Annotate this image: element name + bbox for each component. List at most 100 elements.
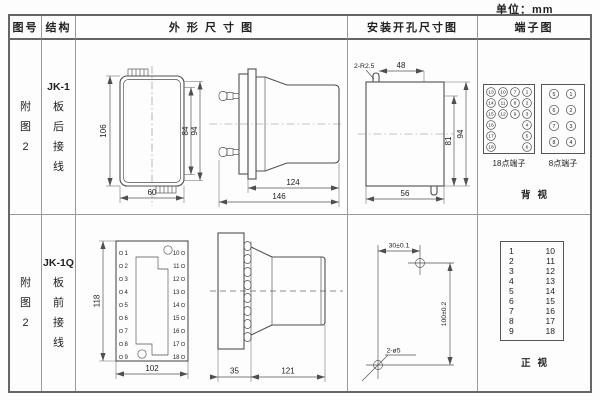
svg-text:16: 16 bbox=[488, 123, 494, 129]
svg-text:16: 16 bbox=[173, 329, 180, 335]
svg-text:18: 18 bbox=[173, 355, 180, 361]
svg-text:2: 2 bbox=[125, 264, 129, 270]
cutout-top-width-dim: 48 bbox=[397, 61, 406, 70]
front-width-dim: 60 bbox=[148, 188, 157, 197]
svg-text:1: 1 bbox=[570, 92, 573, 98]
front-dimensions: 106 84 94 60 bbox=[99, 75, 203, 203]
terminal-18pt-grid: 13 14 15 16 17 18 10 11 12 7 8 9 bbox=[486, 87, 532, 152]
svg-text:9: 9 bbox=[514, 112, 517, 118]
svg-text:11: 11 bbox=[500, 101, 505, 107]
jk1-install-cell: 2-R2.5 48 81 94 56 bbox=[348, 40, 478, 215]
row2-fig-no-cell: 附图2 bbox=[10, 215, 42, 391]
header-structure: 结构 bbox=[42, 16, 76, 40]
svg-text:9: 9 bbox=[125, 355, 129, 361]
svg-text:15: 15 bbox=[488, 112, 494, 118]
cutout-outline bbox=[358, 72, 454, 196]
svg-text:13: 13 bbox=[488, 90, 494, 96]
svg-text:18: 18 bbox=[488, 145, 494, 151]
jk1q-drill-drawing: 30±0.1 100±0.2 2-ø5 bbox=[361, 243, 454, 382]
jk1-cutout-drawing: 2-R2.5 48 81 94 56 bbox=[354, 61, 470, 204]
jk1-front-view-drawing: 106 84 94 60 bbox=[99, 66, 203, 206]
col-1-4: 1 2 3 4 bbox=[566, 89, 576, 147]
col-1-6: 1 2 3 4 5 6 bbox=[522, 87, 532, 152]
svg-text:10: 10 bbox=[173, 251, 180, 257]
header-install: 安装开孔尺寸图 bbox=[348, 16, 478, 40]
wiring-label: 板前接线 bbox=[53, 277, 64, 349]
svg-text:1: 1 bbox=[125, 251, 129, 257]
svg-text:5: 5 bbox=[553, 92, 556, 98]
svg-text:17: 17 bbox=[173, 342, 180, 348]
relay-side-outline bbox=[217, 232, 326, 350]
jk1q-install-cell: 30±0.1 100±0.2 2-ø5 bbox=[348, 215, 478, 391]
svg-text:12: 12 bbox=[500, 112, 506, 118]
svg-text:8: 8 bbox=[553, 140, 556, 146]
cutout-full-height-dim: 94 bbox=[456, 129, 465, 138]
terminal-18pt-label: 18点端子 bbox=[492, 159, 526, 168]
svg-text:2: 2 bbox=[526, 101, 529, 107]
svg-text:7: 7 bbox=[514, 90, 517, 96]
header-fig-no: 图号 bbox=[10, 16, 42, 40]
spec-table: 图号 结构 外 形 尺 寸 图 安装开孔尺寸图 端子图 附图2 JK-1 板后接… bbox=[8, 14, 592, 393]
front-height-dim: 106 bbox=[99, 124, 108, 138]
svg-text:13: 13 bbox=[173, 290, 180, 296]
jk1q-side-view-drawing: 35 121 bbox=[210, 232, 343, 382]
side-dimensions: 35 121 bbox=[210, 325, 326, 382]
panel-front-outline bbox=[115, 240, 189, 362]
svg-text:3: 3 bbox=[125, 277, 129, 283]
svg-text:8: 8 bbox=[514, 101, 517, 107]
terminal-18pt-diagram: 13 14 15 16 17 18 10 11 12 7 8 9 bbox=[483, 84, 535, 154]
svg-text:8: 8 bbox=[125, 342, 129, 348]
header-terminal: 端子图 bbox=[478, 16, 590, 40]
fig-no-text: 附图2 bbox=[20, 101, 31, 153]
svg-text:7: 7 bbox=[553, 124, 556, 130]
svg-text:10: 10 bbox=[500, 90, 506, 96]
row2-structure-cell: JK-1Q 板前接线 bbox=[42, 215, 76, 391]
svg-text:3: 3 bbox=[526, 112, 529, 118]
svg-text:4: 4 bbox=[570, 140, 573, 146]
svg-text:17: 17 bbox=[488, 134, 494, 140]
svg-text:12: 12 bbox=[173, 277, 180, 283]
terminal-8pt-grid: 5 6 7 8 1 2 3 4 bbox=[549, 89, 576, 147]
cutout-width-dim: 56 bbox=[401, 189, 410, 198]
svg-text:1: 1 bbox=[526, 90, 529, 96]
svg-text:7: 7 bbox=[125, 329, 129, 335]
svg-text:3: 3 bbox=[570, 124, 573, 130]
row1-fig-no-cell: 附图2 bbox=[10, 40, 42, 215]
front-view-label: 正视 bbox=[520, 358, 554, 369]
row1-structure-cell: JK-1 板后接线 bbox=[42, 40, 76, 215]
header-outline: 外 形 尺 寸 图 bbox=[76, 16, 348, 40]
svg-text:14: 14 bbox=[173, 303, 180, 309]
jk1q-outline-cell: 1 2 3 4 5 6 7 8 9 10 11 12 13 14 15 16 1… bbox=[76, 215, 348, 391]
left-terminal-column: 1 2 3 4 5 6 7 8 9 bbox=[118, 250, 129, 361]
relay-case-side bbox=[238, 68, 340, 180]
svg-text:2: 2 bbox=[570, 108, 573, 114]
body-depth-dim: 121 bbox=[281, 367, 295, 376]
mounting-hole-top bbox=[163, 245, 173, 255]
panel-height-dim: 118 bbox=[93, 294, 102, 307]
svg-text:6: 6 bbox=[125, 316, 129, 322]
right-terminal-column: 10 11 12 13 14 15 16 17 18 bbox=[173, 250, 186, 361]
cutout-inner-height-dim: 81 bbox=[444, 136, 453, 145]
model-label: JK-1Q bbox=[43, 257, 74, 269]
jk1-terminal-cell: 13 14 15 16 17 18 10 11 12 7 8 9 bbox=[478, 40, 590, 215]
drill-dimensions: 30±0.1 100±0.2 2-ø5 bbox=[361, 243, 453, 382]
svg-text:6: 6 bbox=[526, 145, 529, 151]
svg-text:4: 4 bbox=[526, 123, 529, 129]
svg-text:6: 6 bbox=[553, 108, 556, 114]
col-5-8: 5 6 7 8 bbox=[549, 89, 559, 147]
terminal-8pt-diagram: 5 6 7 8 1 2 3 4 bbox=[541, 84, 585, 154]
hole-diameter-note: 2-ø5 bbox=[387, 348, 401, 355]
wiring-label: 板后接线 bbox=[53, 101, 64, 173]
svg-text:5: 5 bbox=[125, 303, 129, 309]
col-13-18: 13 14 15 16 17 18 bbox=[486, 87, 496, 152]
terminal-stud-bottom bbox=[218, 147, 239, 157]
mounting-hole-bottom bbox=[137, 349, 147, 359]
